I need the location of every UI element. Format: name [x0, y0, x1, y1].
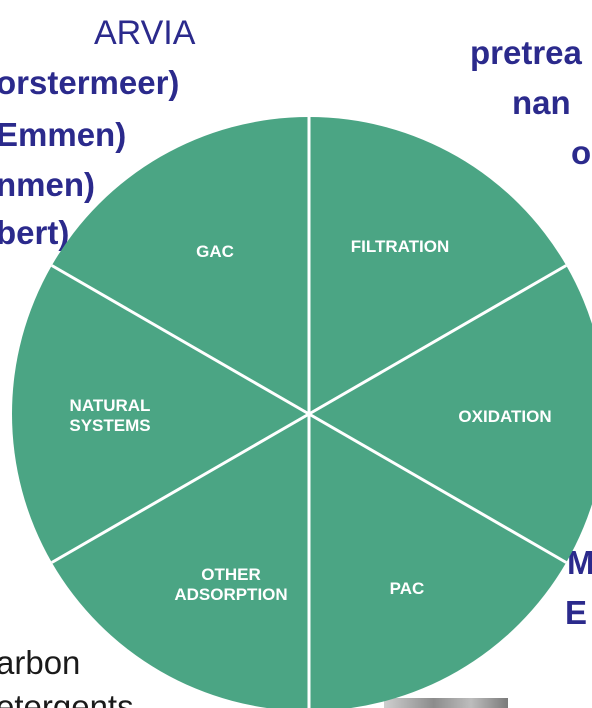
nano-label: nan	[512, 84, 571, 121]
segment-divider	[51, 412, 310, 564]
segment-divider	[308, 412, 567, 564]
detergents-label: etergents	[0, 688, 134, 708]
segment-other-adsorption	[51, 414, 309, 708]
segment-filtration	[309, 117, 567, 414]
segment-label-filtration: FILTRATION	[351, 237, 450, 256]
segment-label-gac: GAC	[196, 242, 234, 261]
arvia-label: ARVIA	[94, 14, 196, 52]
segment-natural-systems	[12, 265, 310, 563]
location-line-3: nmen)	[0, 166, 95, 203]
photo-fragment	[384, 698, 508, 708]
segment-pac	[309, 414, 567, 708]
segment-label-oxidation: OXIDATION	[458, 407, 551, 426]
pretreatment-label: pretrea	[470, 34, 582, 71]
location-line-4: bert)	[0, 214, 70, 251]
carbon-label: arbon	[0, 644, 81, 681]
segment-label-pac: PAC	[390, 579, 425, 598]
segment-gac	[51, 117, 309, 414]
segment-divider	[308, 264, 567, 416]
segment-oxidation	[309, 265, 592, 563]
segment-divider	[51, 264, 310, 416]
e-label: E	[565, 594, 588, 631]
o-label: o	[571, 134, 592, 171]
location-line-2: Emmen)	[0, 116, 127, 153]
location-line-1: orstermeer)	[0, 64, 180, 101]
